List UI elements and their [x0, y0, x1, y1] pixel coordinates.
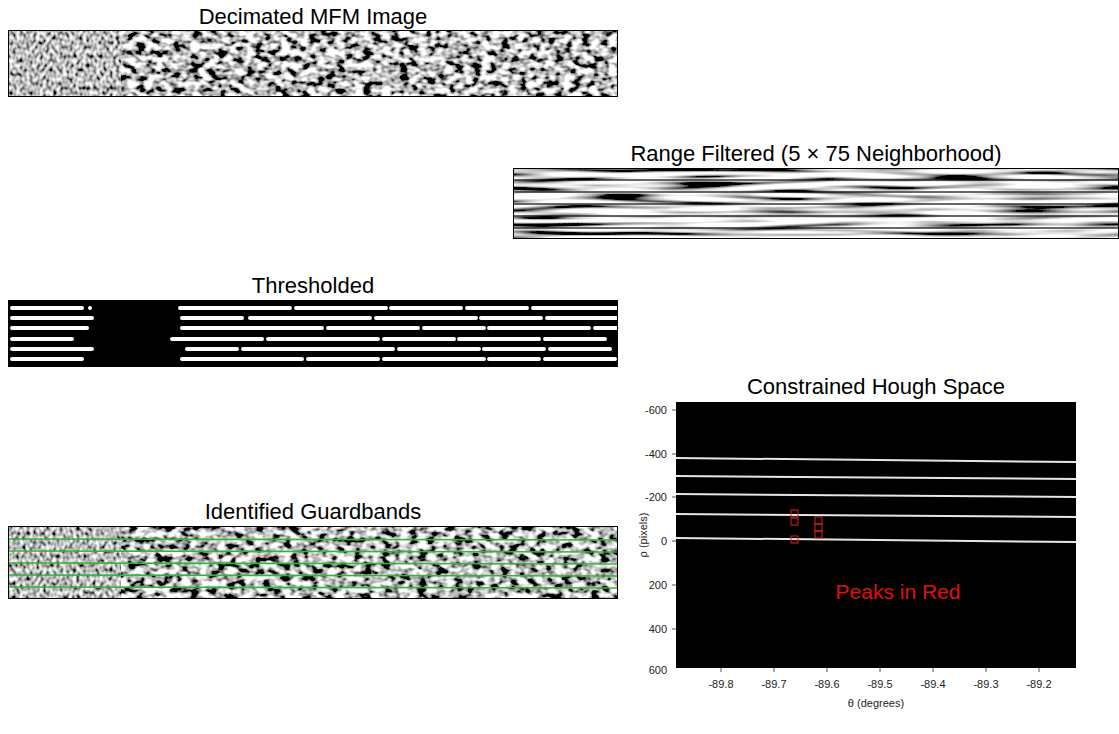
range-filtered-image [514, 169, 1119, 239]
tick-label: -89.8 [708, 678, 733, 690]
tick-label: -89.2 [1026, 678, 1051, 690]
panel-title: Constrained Hough Space [700, 374, 1052, 400]
hough-plot [672, 402, 1076, 672]
panel-title-text: Constrained Hough Space [747, 374, 1005, 400]
tick-label: -89.3 [973, 678, 998, 690]
tick-label: -400 [645, 448, 667, 460]
tick-label: -89.5 [867, 678, 892, 690]
thresholded-image [9, 301, 618, 367]
tick-label: -600 [645, 404, 667, 416]
tick-label: -89.4 [920, 678, 945, 690]
panel-title: Thresholded [8, 273, 618, 299]
tick-label: -89.6 [814, 678, 839, 690]
annotation: Peaks in Red [836, 580, 961, 603]
tick-label: 0 [661, 535, 667, 547]
panel-title-text: Range Filtered (5 × 75 Neighborhood) [630, 141, 1001, 167]
tick-label: -89.7 [761, 678, 786, 690]
panel-title-text: Decimated MFM Image [199, 4, 428, 30]
tick-label: 400 [649, 623, 667, 635]
mfm-image [9, 31, 618, 97]
axis-title: θ (degrees) [848, 697, 904, 709]
tick-label: 600 [649, 664, 667, 676]
tick-label: 200 [649, 579, 667, 591]
panel-title: Decimated MFM Image [8, 4, 618, 30]
panel-title-text: Identified Guardbands [205, 499, 422, 525]
panel-title-text: Thresholded [252, 273, 374, 299]
axis-title: ρ (pixels) [637, 513, 649, 558]
panel-title: Range Filtered (5 × 75 Neighborhood) [513, 141, 1119, 167]
tick-label: -200 [645, 491, 667, 503]
panel-title: Identified Guardbands [8, 499, 618, 525]
guardband-image [9, 527, 618, 599]
